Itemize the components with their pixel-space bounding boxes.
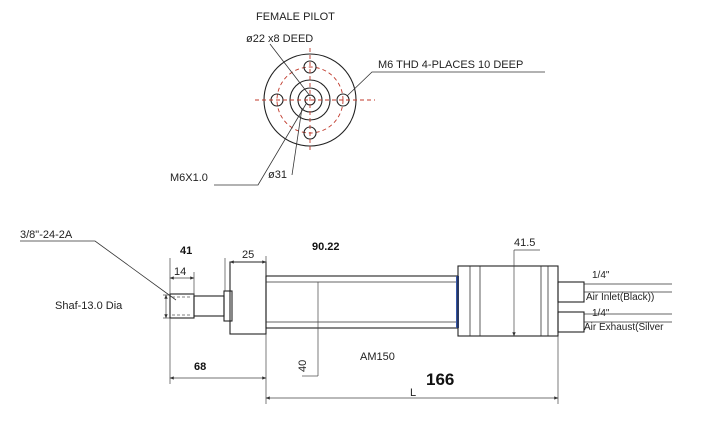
center-thread-callout: M6X1.0 xyxy=(170,172,208,184)
dim-166-value: 166 xyxy=(426,370,454,389)
rod-collar xyxy=(223,290,233,322)
end-view-title: FEMALE PILOT xyxy=(256,11,335,23)
front-head xyxy=(229,261,267,335)
dim-41-5-value: 41.5 xyxy=(514,237,535,249)
rod-thread-callout: 3/8"-24-2A xyxy=(20,229,73,241)
bolt-circle-leader xyxy=(291,107,303,176)
model-label: AM150 xyxy=(360,351,395,363)
end-view: FEMALE PILOT ø22 x8 DEED M6 THD 4-PLACES… xyxy=(170,11,545,186)
thread-callout: M6 THD 4-PLACES 10 DEEP xyxy=(378,59,523,71)
port-top-label: Air Inlet(Black)) xyxy=(586,292,654,303)
rear-cap xyxy=(457,265,559,337)
dim-68-value: 68 xyxy=(194,361,206,373)
dim-90-22-value: 90.22 xyxy=(312,241,340,253)
rod-thread-leader xyxy=(20,240,177,301)
dim-40-value: 40 xyxy=(297,360,309,372)
dim-L-label: L xyxy=(410,387,416,399)
shaft-callout: Shaf-13.0 Dia xyxy=(55,300,123,312)
port-top-size: 1/4" xyxy=(592,270,610,281)
thread-leader xyxy=(346,71,545,97)
dim-41-value: 41 xyxy=(180,245,192,257)
piston-rod xyxy=(193,295,225,317)
cylinder-barrel xyxy=(265,275,459,329)
center-thread-leader xyxy=(214,103,307,186)
side-view: 3/8"-24-2A Shaf-13.0 Dia xyxy=(20,229,672,404)
exhaust-fitting xyxy=(557,311,585,333)
pilot-leader xyxy=(269,43,311,97)
rod-threaded-end xyxy=(169,293,195,319)
bolt-circle-callout: ø31 xyxy=(268,169,287,181)
port-bottom-size: 1/4" xyxy=(592,308,610,319)
inlet-fitting xyxy=(557,281,585,303)
dim-25-value: 25 xyxy=(242,249,254,261)
port-bottom-label: Air Exhaust(Silver xyxy=(584,322,664,333)
pilot-callout: ø22 x8 DEED xyxy=(246,33,313,45)
dim-14-value: 14 xyxy=(174,266,186,278)
